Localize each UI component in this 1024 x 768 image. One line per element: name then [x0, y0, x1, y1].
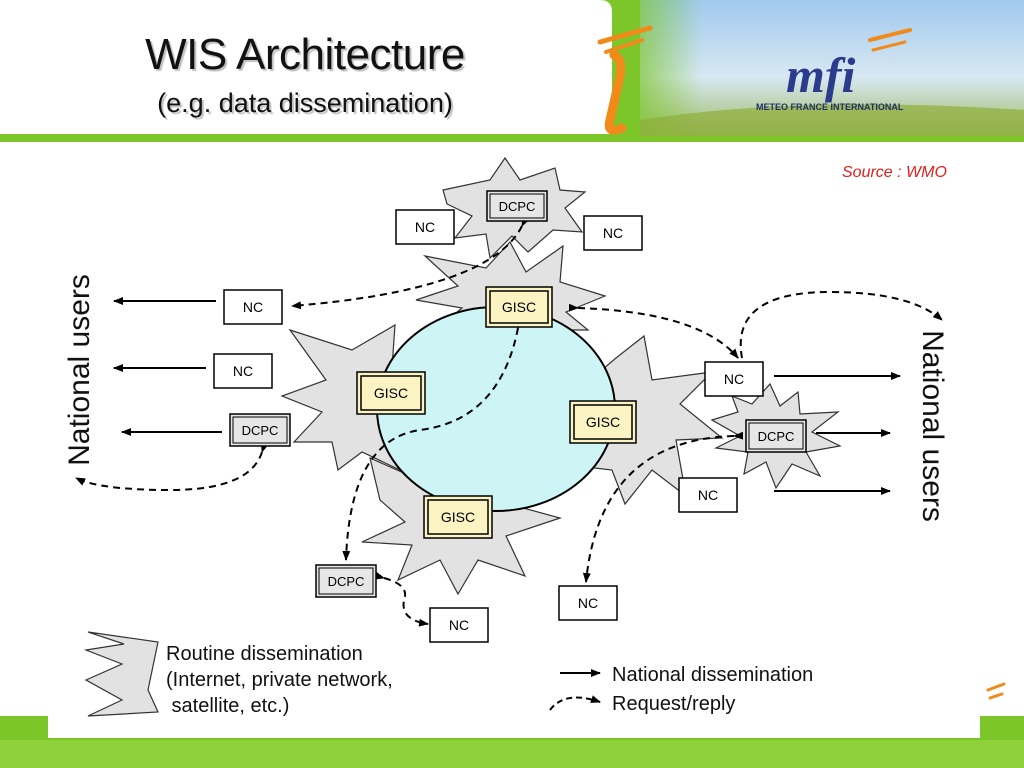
legend-request-reply: Request/reply: [612, 693, 736, 715]
mfi-logo: mfi METEO FRANCE INTERNATIONAL: [756, 28, 912, 112]
nc-node-bottom-mid: NC: [429, 607, 489, 643]
nc-node-top-right: NC: [583, 215, 643, 251]
dcpc-node-right: DCPC: [745, 419, 807, 453]
dcpc-label: DCPC: [758, 429, 795, 444]
nc-node-top-left: NC: [395, 209, 455, 245]
nc-label: NC: [724, 371, 744, 387]
source-note: Source : WMO: [842, 164, 947, 181]
legend-routine-line-1: Routine dissemination: [166, 643, 363, 665]
dcpc-nodes: DCPC DCPC DCPC DCPC: [229, 190, 807, 598]
gisc-node-bottom: GISC: [423, 495, 493, 539]
gisc-node-left: GISC: [356, 371, 426, 415]
legend-arrows: [549, 669, 601, 711]
legend-routine-line-3: satellite, etc.): [166, 695, 290, 717]
dcpc-node-bottom: DCPC: [315, 564, 377, 598]
legend-dashed-arrow: [549, 695, 601, 711]
gisc-node-right: GISC: [569, 400, 637, 444]
national-users-left-label: National users: [63, 274, 96, 466]
footer-bar: [0, 682, 1024, 768]
gisc-nodes: GISC GISC GISC GISC: [356, 286, 637, 539]
dash-gisc-top-to-dcpc-bottom: [342, 318, 524, 561]
nc-label: NC: [578, 595, 598, 611]
dash-nc-right-to-users: [739, 290, 943, 359]
legend-routine-line-2: (Internet, private network,: [166, 669, 393, 691]
gisc-node-top: GISC: [485, 286, 553, 328]
nc-node-left-mid: NC: [213, 353, 273, 389]
nc-node-bottom-right: NC: [558, 585, 618, 621]
dcpc-label: DCPC: [328, 574, 365, 589]
page-subtitle: (e.g. data dissemination): [157, 88, 453, 118]
national-dissemination-arrows: [113, 297, 901, 495]
page-title: WIS Architecture: [145, 30, 465, 79]
header-banner: [0, 0, 1024, 142]
logo-text: mfi: [786, 47, 856, 103]
nc-label: NC: [449, 617, 469, 633]
gisc-label: GISC: [374, 385, 408, 401]
nc-nodes: NC NC NC NC NC NC NC NC: [213, 209, 764, 643]
star-legend: [83, 631, 159, 717]
nc-label: NC: [698, 487, 718, 503]
nc-node-left-top: NC: [223, 289, 283, 325]
nc-node-right-top: NC: [704, 361, 764, 397]
dash-dcpc-left-to-users: [75, 442, 269, 492]
nc-label: NC: [243, 299, 263, 315]
gisc-label: GISC: [586, 414, 620, 430]
dcpc-label: DCPC: [499, 199, 536, 214]
gisc-label: GISC: [502, 299, 536, 315]
dcpc-label: DCPC: [242, 423, 279, 438]
gisc-label: GISC: [441, 509, 475, 525]
nc-node-right-bottom: NC: [678, 477, 738, 513]
dcpc-node-left: DCPC: [229, 413, 291, 447]
dash-dcpc-right-to-nc-bottom: [582, 431, 744, 583]
dash-gisc-top-to-nc-right: [568, 303, 739, 359]
nc-label: NC: [233, 363, 253, 379]
dash-dcpc-bottom-to-nc: [374, 571, 429, 627]
national-users-right-label: National users: [916, 330, 949, 522]
logo-subtext: METEO FRANCE INTERNATIONAL: [756, 102, 904, 112]
dcpc-node-top: DCPC: [486, 190, 548, 222]
request-reply-arrows: [75, 216, 943, 627]
nc-label: NC: [603, 225, 623, 241]
nc-label: NC: [415, 219, 435, 235]
i-logo-decoration: [597, 25, 653, 135]
legend-national-dissemination: National dissemination: [612, 664, 814, 686]
